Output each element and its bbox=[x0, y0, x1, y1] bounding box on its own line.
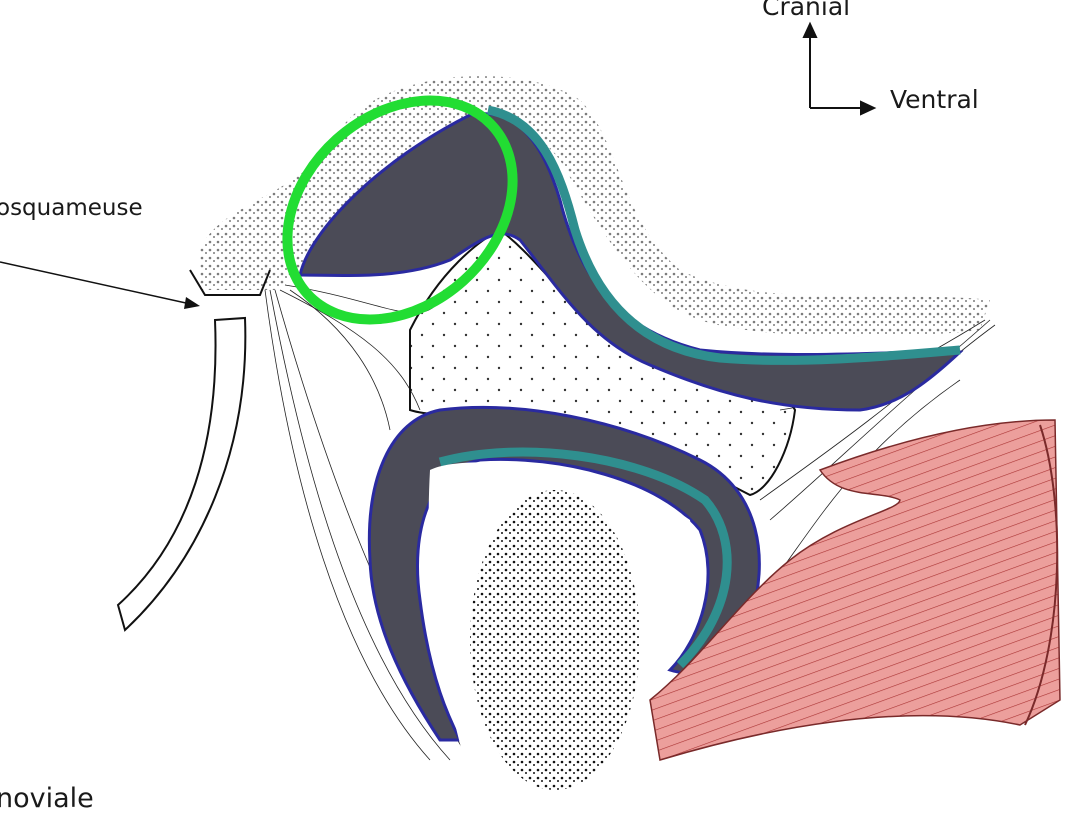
tympanic-bone bbox=[116, 316, 247, 632]
cartilage-lower bbox=[438, 447, 732, 669]
temporal-bone bbox=[200, 76, 990, 337]
synovial-label: noviale bbox=[0, 783, 94, 814]
highlight-ellipse bbox=[282, 95, 518, 325]
cranial-label: Crânial bbox=[762, 0, 851, 21]
ventral-label: Ventral bbox=[890, 85, 979, 114]
articular-disc-lower bbox=[367, 405, 761, 742]
suture-label: osquameuse bbox=[0, 195, 143, 221]
pointer-arrow-icon bbox=[0, 261, 200, 309]
trabecular-bone bbox=[470, 490, 640, 790]
cartilage-upper bbox=[487, 105, 961, 365]
lateral-pterygoid-muscle bbox=[649, 419, 1061, 761]
orientation-arrows-icon bbox=[802, 21, 877, 116]
